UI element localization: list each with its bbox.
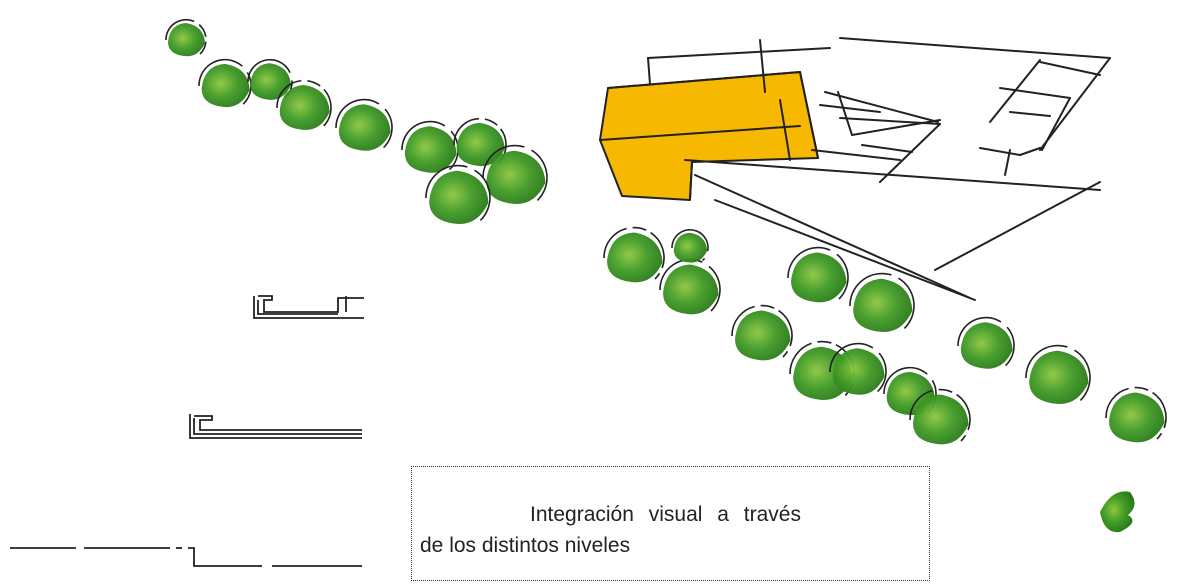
- tree-icon: [671, 229, 709, 263]
- tree-icon: [829, 342, 887, 395]
- tree-icon: [849, 272, 915, 332]
- tree-icon: [165, 18, 207, 57]
- tree-icon: [482, 144, 548, 204]
- tree-icon: [401, 120, 459, 173]
- tree-icon: [603, 226, 665, 283]
- tree-icon: [909, 388, 971, 445]
- tree-row: [165, 18, 1167, 445]
- tree-icon: [1100, 491, 1135, 533]
- building-sketch: [599, 37, 1111, 301]
- tree-icon: [787, 246, 849, 303]
- tree-icon: [335, 98, 393, 151]
- tree-icon: [1105, 386, 1167, 443]
- section-profile-1: [253, 295, 364, 319]
- caption-line-2: de los distintos niveles: [420, 534, 631, 557]
- tree-icon: [198, 58, 252, 108]
- tree-icon: [247, 58, 293, 100]
- caption-box: Integración visual a través de los disti…: [411, 466, 930, 581]
- tree-icon: [425, 164, 491, 224]
- caption-line-1: Integración visual a través: [530, 503, 801, 526]
- tree-icon: [659, 258, 721, 315]
- section-profile-2: [189, 414, 362, 439]
- tree-icon: [1025, 344, 1091, 404]
- tree-icon: [957, 316, 1015, 369]
- tree-icon: [276, 79, 332, 130]
- section-profile-3: [10, 547, 362, 567]
- tree-icon: [731, 304, 793, 361]
